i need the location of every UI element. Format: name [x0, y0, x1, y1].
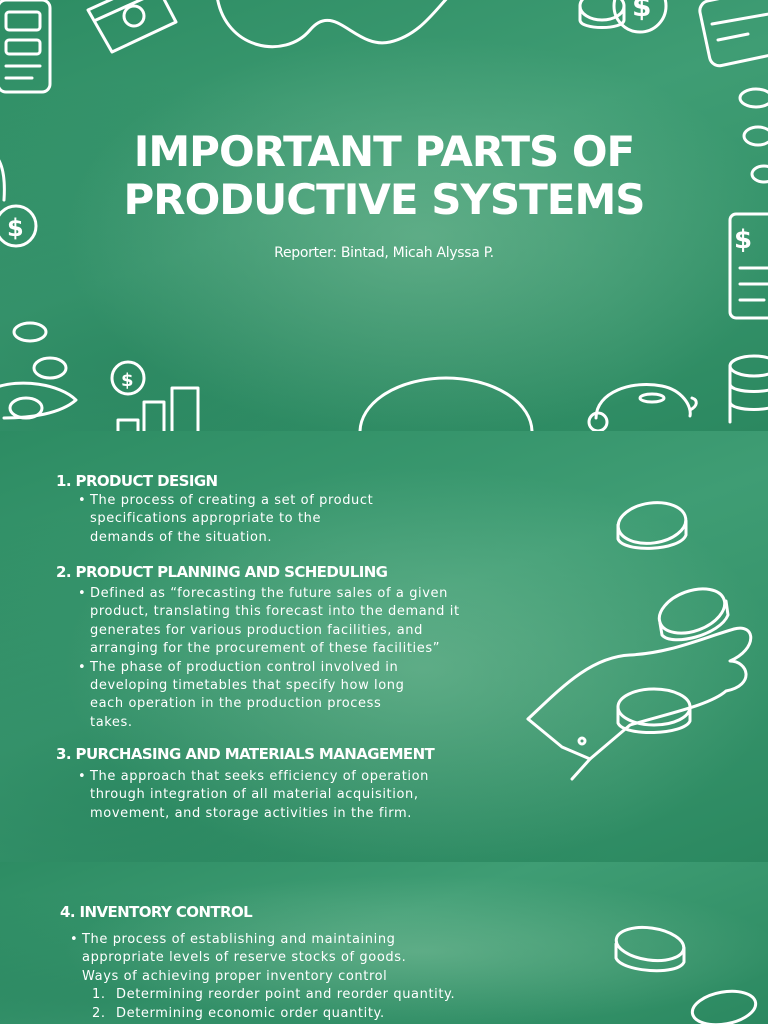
- section-heading-product-design: 1. PRODUCT DESIGN: [56, 472, 218, 490]
- title-line-1: IMPORTANT PARTS OF: [133, 127, 635, 176]
- coin-icon: [614, 925, 686, 973]
- svg-text:$: $: [632, 0, 651, 23]
- bullet-item: The phase of production control involved…: [76, 659, 460, 733]
- section-body-planning-scheduling: Defined as “forecasting the future sales…: [76, 585, 460, 732]
- brush-texture-decoration: [0, 431, 1, 432]
- dollar-coin-icon: $: [0, 159, 38, 248]
- section-heading-inventory-control: 4. INVENTORY CONTROL: [60, 903, 253, 921]
- section-body-product-design: The process of creating a set of product…: [76, 492, 373, 547]
- coin-icon: [690, 989, 758, 1024]
- money-stack-icon: [86, 0, 178, 54]
- coin-hand-icon: [0, 321, 78, 420]
- coin-hand-icon: [526, 501, 753, 781]
- bullet-item: The approach that seeks efficiency of op…: [76, 768, 429, 823]
- svg-text:$: $: [734, 225, 752, 255]
- cash-register-icon: [0, 0, 52, 94]
- svg-text:$: $: [121, 370, 134, 391]
- bar-chart-icon: $: [110, 360, 200, 431]
- numbered-item: 2. Determining economic order quantity.: [92, 1005, 385, 1021]
- receipt-icon: $: [728, 212, 768, 320]
- numbered-item: 1. Determining reorder point and reorder…: [92, 987, 456, 1003]
- section-heading-planning-scheduling: 2. PRODUCT PLANNING AND SCHEDULING: [56, 563, 388, 581]
- section-body-purchasing-materials: The approach that seeks efficiency of op…: [76, 768, 429, 823]
- reporter-name: Reporter: Bintad, Micah Alyssa P.: [274, 245, 494, 261]
- coin-icon: [738, 87, 768, 184]
- svg-text:$: $: [7, 214, 24, 242]
- bullet-item: Defined as “forecasting the future sales…: [76, 585, 460, 659]
- section-body-inventory-control: The process of establishing and maintain…: [68, 931, 455, 1023]
- slide-title: IMPORTANT PARTS OF PRODUCTIVE SYSTEMS: [0, 128, 768, 224]
- section-heading-purchasing-materials: 3. PURCHASING AND MATERIALS MANAGEMENT: [56, 745, 435, 763]
- content-slide-2: 4. INVENTORY CONTROL The process of esta…: [0, 862, 768, 1024]
- bullet-item: The process of creating a set of product…: [76, 492, 373, 547]
- title-slide: $ $ $ $: [0, 0, 768, 431]
- oval-outline-decoration: [358, 376, 534, 431]
- piggy-bank-icon: [587, 383, 698, 431]
- credit-card-icon: [698, 0, 768, 68]
- title-line-2: PRODUCTIVE SYSTEMS: [123, 175, 645, 224]
- coin-stack-icon: [728, 354, 768, 424]
- squiggle-line-decoration: [216, 0, 448, 49]
- content-slide-1: 1. PRODUCT DESIGN The process of creatin…: [0, 431, 768, 862]
- bullet-item: The process of establishing and maintain…: [68, 931, 455, 986]
- coin-stack-icon: $: [578, 0, 668, 34]
